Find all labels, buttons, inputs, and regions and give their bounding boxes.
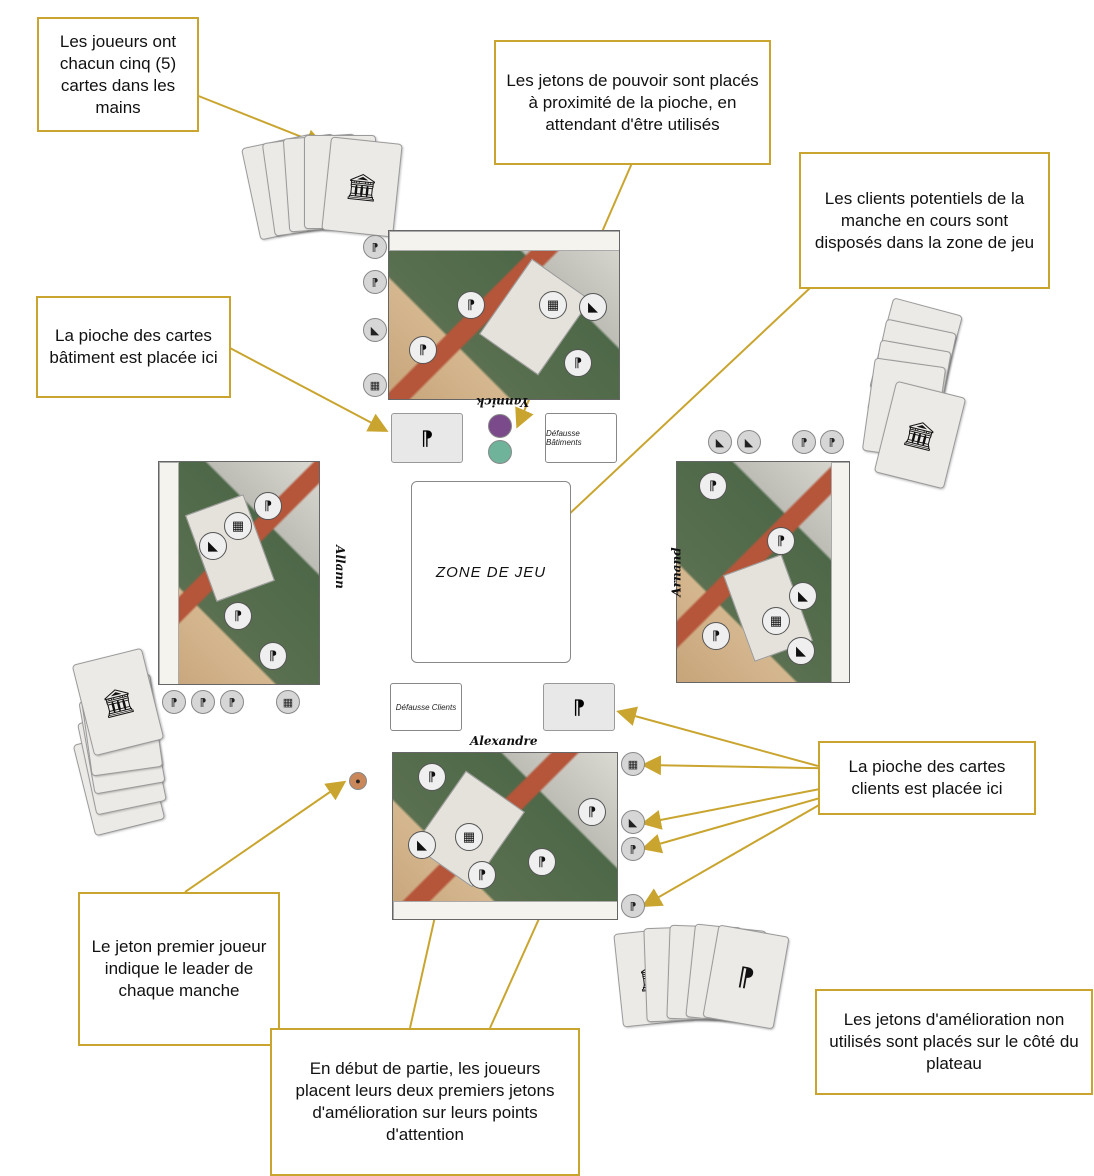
callout-first-player: Le jeton premier joueur indique le leade… xyxy=(78,892,280,1046)
person-icon: ⁋ xyxy=(572,696,586,719)
attention-spot: ▦ xyxy=(539,291,567,319)
attention-spot: ⁋ xyxy=(564,349,592,377)
upgrade-token-icon[interactable]: ⁋ xyxy=(820,430,844,454)
ball-icon[interactable]: ● xyxy=(349,772,367,790)
board-score-strip xyxy=(393,901,617,919)
upgrade-token-icon[interactable]: ◣ xyxy=(737,430,761,454)
upgrade-token-icon[interactable]: ⁋ xyxy=(792,430,816,454)
building-icon: ⁋ xyxy=(420,427,434,450)
arrow-clients-zone xyxy=(546,287,811,536)
attention-spot: ◣ xyxy=(579,293,607,321)
player-name-top: Yannick xyxy=(476,395,530,409)
player-board-bottom: ⁋ ⁋ ▦ ◣ ⁋ ⁋ xyxy=(392,752,618,920)
arrow-building-deck xyxy=(229,347,389,432)
upgrade-token-icon[interactable]: ⁋ xyxy=(191,690,215,714)
upgrade-token-icon[interactable]: ⁋ xyxy=(363,270,387,294)
attention-spot: ⁋ xyxy=(767,527,795,555)
arrow-client-deck xyxy=(616,706,819,767)
upgrade-token-icon[interactable]: ▦ xyxy=(621,752,645,776)
upgrade-token-icon[interactable]: ⁋ xyxy=(621,837,645,861)
callout-start-game: En début de partie, les joueurs placent … xyxy=(270,1028,580,1176)
upgrade-token-icon[interactable]: ⁋ xyxy=(363,235,387,259)
building-deck[interactable]: ⁋ xyxy=(391,413,463,463)
attention-spot: ⁋ xyxy=(409,336,437,364)
attention-spot: ▦ xyxy=(762,607,790,635)
player-name-right: Arnand xyxy=(669,547,684,597)
callout-building-deck: La pioche des cartes bâtiment est placée… xyxy=(36,296,231,398)
upgrade-token-icon[interactable]: ◣ xyxy=(363,318,387,342)
player-board-left: ⁋ ▦ ◣ ⁋ ⁋ xyxy=(158,461,320,685)
power-token-icon[interactable] xyxy=(488,440,512,464)
attention-spot: ◣ xyxy=(199,532,227,560)
attention-spot: ⁋ xyxy=(699,472,727,500)
building-discard: Défausse Bâtiments xyxy=(545,413,617,463)
upgrade-token-icon[interactable]: ⁋ xyxy=(162,690,186,714)
attention-spot: ⁋ xyxy=(468,861,496,889)
player-name-bottom: Alexandre xyxy=(470,734,538,748)
museum-icon: 🏛 xyxy=(900,415,940,454)
attention-spot: ◣ xyxy=(787,637,815,665)
callout-upgrade-tokens: Les jetons d'amélioration non utilisés s… xyxy=(815,989,1093,1095)
attention-spot: ⁋ xyxy=(528,848,556,876)
attention-spot: ▦ xyxy=(455,823,483,851)
upgrade-token-icon[interactable]: ⁋ xyxy=(621,894,645,918)
player-board-top: ⁋ ▦ ◣ ⁋ ⁋ xyxy=(388,230,620,400)
power-token-icon[interactable] xyxy=(488,414,512,438)
board-score-strip xyxy=(389,231,619,251)
attention-spot: ⁋ xyxy=(578,798,606,826)
museum-icon: 🏛 xyxy=(344,169,381,204)
callout-power-tokens: Les jetons de pouvoir sont placés à prox… xyxy=(494,40,771,165)
callout-clients-zone: Les clients potentiels de la manche en c… xyxy=(799,152,1050,289)
player-board-right: ⁋ ⁋ ◣ ▦ ⁋ ◣ xyxy=(676,461,850,683)
board-score-strip xyxy=(159,462,179,684)
client-discard: Défausse Clients xyxy=(390,683,462,731)
attention-spot: ▦ xyxy=(224,512,252,540)
attention-spot: ⁋ xyxy=(418,763,446,791)
upgrade-token-icon[interactable]: ⁋ xyxy=(220,690,244,714)
attention-spot: ⁋ xyxy=(224,602,252,630)
upgrade-token-icon[interactable]: ◣ xyxy=(621,810,645,834)
attention-spot: ⁋ xyxy=(259,642,287,670)
attention-spot: ⁋ xyxy=(457,291,485,319)
player-name-left: Allann xyxy=(332,545,347,589)
client-deck[interactable]: ⁋ xyxy=(543,683,615,731)
attention-spot: ◣ xyxy=(408,831,436,859)
attention-spot: ◣ xyxy=(789,582,817,610)
play-zone[interactable]: ZONE DE JEU xyxy=(411,481,571,663)
museum-icon: 🏛 xyxy=(98,682,138,721)
attention-spot: ⁋ xyxy=(254,492,282,520)
arrow-first-player xyxy=(184,780,347,893)
callout-client-deck: La pioche des cartes clients est placée … xyxy=(818,741,1036,815)
attention-spot: ⁋ xyxy=(702,622,730,650)
upgrade-token-icon[interactable]: ▦ xyxy=(363,373,387,397)
upgrade-token-icon[interactable]: ◣ xyxy=(708,430,732,454)
upgrade-token-icon[interactable]: ▦ xyxy=(276,690,300,714)
callout-hands: Les joueurs ont chacun cinq (5) cartes d… xyxy=(37,17,199,132)
hand-card-top-5: 🏛 xyxy=(321,136,403,238)
board-score-strip xyxy=(831,462,849,682)
